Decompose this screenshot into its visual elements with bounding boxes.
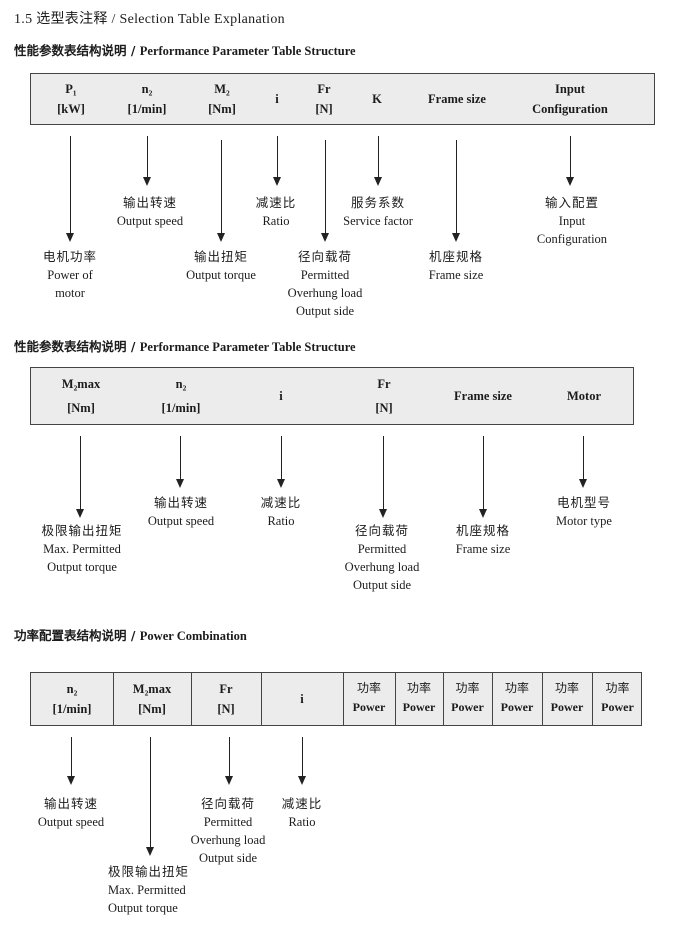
s1-header-i: i: [275, 92, 279, 106]
s1-header-frame-size: Frame size: [428, 92, 486, 106]
s2-arrow-n2: [176, 436, 184, 488]
s2-header-motor: Motor: [566, 389, 601, 403]
s3-label-max-torque: 极限输出扭矩 Max. Permitted Output torque: [108, 864, 190, 915]
section3-title-en: Power Combination: [139, 629, 247, 643]
s1-label-output-speed: 输出转速 Output speed: [116, 195, 184, 228]
s3-arrow-n2: [67, 737, 75, 785]
s3-header-n2: n₂[1/min]: [52, 682, 92, 716]
s1-arrow-k: [374, 136, 382, 186]
section2-header-table: M₂max[Nm] n₂[1/min] i Fr[N] Frame size M…: [30, 367, 634, 425]
s1-header-fr: Fr[N]: [315, 82, 333, 116]
section1-header-table: P₁[kW] n₂[1/min] M₂[Nm] i Fr[N] K Frame …: [30, 73, 655, 125]
section3-title: 功率配置表结构说明 / Power Combination: [14, 625, 247, 644]
s2-header-i: i: [279, 389, 283, 403]
s2-label-max-torque: 极限输出扭矩 Max. Permitted Output torque: [41, 523, 123, 574]
s2-label-motor-type: 电机型号 Motor type: [556, 495, 612, 528]
s2-label-ratio: 减速比 Ratio: [260, 495, 302, 528]
s2-header-n2: n₂[1/min]: [161, 377, 201, 415]
section2-title-zh: 性能参数表结构说明 /: [14, 339, 136, 354]
s2-arrow-motor: [579, 436, 587, 488]
s1-arrow-m2: [217, 140, 225, 242]
s1-label-service-factor: 服务系数 Service factor: [343, 195, 413, 228]
section3-title-zh: 功率配置表结构说明 /: [14, 628, 136, 643]
s2-label-output-speed: 输出转速 Output speed: [147, 495, 215, 528]
s1-label-frame-size: 机座规格 Frame size: [428, 249, 484, 282]
page-title: 1.5 选型表注释 / Selection Table Explanation: [14, 12, 285, 27]
s1-arrow-n2: [143, 136, 151, 186]
s3-label-overhung-load: 径向载荷 Permitted Overhung load Output side: [190, 796, 266, 865]
s2-label-frame-size: 机座规格 Frame size: [455, 523, 511, 556]
s3-header-i: i: [300, 692, 304, 706]
section2-title: 性能参数表结构说明 / Performance Parameter Table …: [14, 336, 356, 355]
s1-arrow-p1: [66, 136, 74, 242]
section1-title-en: Performance Parameter Table Structure: [139, 44, 356, 58]
s3-arrow-m2max: [146, 737, 154, 856]
s3-header-m2max: M₂max[Nm]: [132, 682, 172, 716]
s1-arrow-i: [273, 136, 281, 186]
s1-label-ratio: 减速比 Ratio: [255, 195, 297, 228]
s3-header-fr: Fr[N]: [217, 682, 235, 716]
s1-header-n2: n₂[1/min]: [127, 82, 167, 116]
s1-label-input-config: 输入配置 Input Configuration: [536, 195, 608, 246]
s1-label-overhung-load: 径向载荷 Permitted Overhung load Output side: [287, 249, 363, 318]
s3-arrow-i: [298, 737, 306, 785]
s3-arrow-fr: [225, 737, 233, 785]
s1-header-m2: M₂[Nm]: [208, 82, 236, 116]
section1-title: 性能参数表结构说明 / Performance Parameter Table …: [14, 40, 356, 59]
s3-label-ratio: 减速比 Ratio: [281, 796, 323, 829]
s2-header-frame-size: Frame size: [454, 389, 512, 403]
s2-header-m2max: M₂max[Nm]: [61, 377, 101, 415]
s1-arrow-frame: [452, 140, 460, 242]
s2-arrow-i: [277, 436, 285, 488]
s2-arrow-frame: [479, 436, 487, 518]
s1-arrow-fr: [321, 140, 329, 242]
s1-header-k: K: [372, 92, 382, 106]
section2-title-en: Performance Parameter Table Structure: [139, 340, 356, 354]
s1-header-p1: P₁[kW]: [57, 82, 85, 116]
s1-label-output-torque: 输出扭矩 Output torque: [186, 249, 256, 282]
s2-arrow-fr: [379, 436, 387, 518]
s1-label-power-of-motor: 电机功率 Power of motor: [42, 249, 98, 300]
section1-title-zh: 性能参数表结构说明 /: [14, 43, 136, 58]
s2-arrow-m2max: [76, 436, 84, 518]
s2-label-overhung-load: 径向载荷 Permitted Overhung load Output side: [344, 523, 420, 592]
s1-arrow-input: [566, 136, 574, 186]
s3-label-output-speed: 输出转速 Output speed: [37, 796, 105, 829]
s2-header-fr: Fr[N]: [375, 377, 393, 415]
